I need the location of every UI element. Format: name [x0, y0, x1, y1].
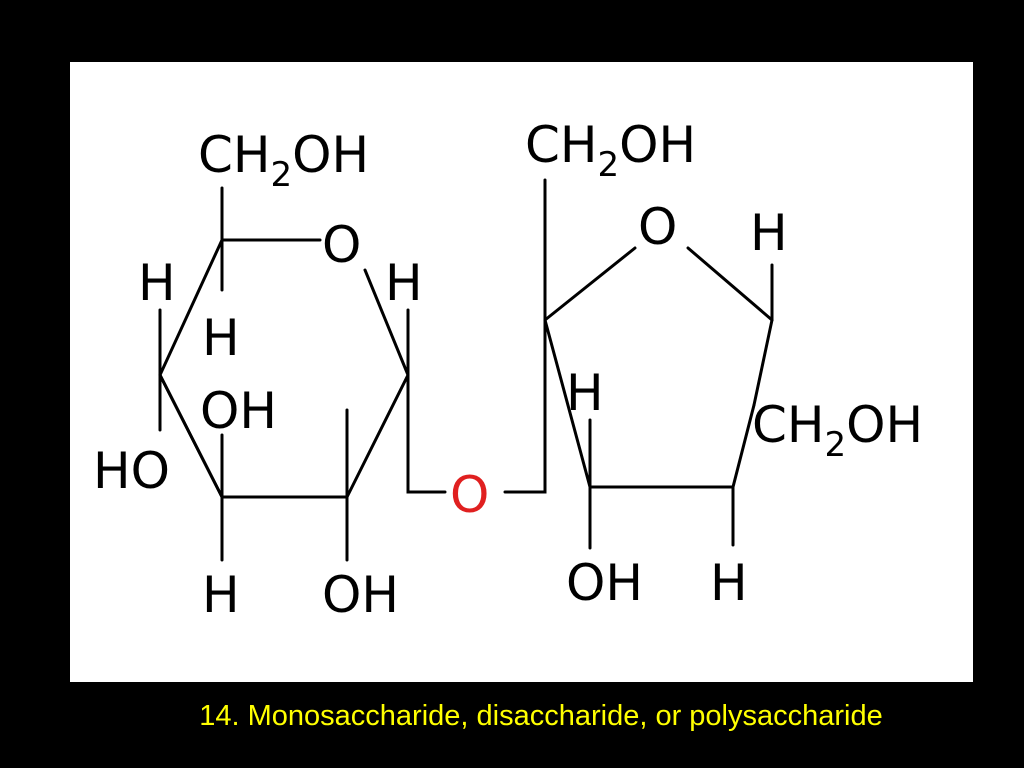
- diagram-panel: [70, 62, 973, 682]
- bond-ring-o-c1: [363, 268, 410, 377]
- bond-c3prime-c2prime: [543, 318, 592, 489]
- bond-c5prime-ch2oh: [752, 318, 774, 407]
- glycosidic-linkage-bonds: [406, 318, 547, 494]
- pyranose-h-right-label: H: [385, 254, 423, 312]
- pyranose-ring-o-label: O: [322, 216, 361, 274]
- bond-c1-glycosidic-o: [406, 373, 447, 494]
- bond-glycosidic-o-c2prime: [503, 318, 547, 494]
- pyranose-h-inner-label: H: [202, 309, 240, 367]
- bond-c4-c3-oh-diag: [158, 373, 224, 499]
- furanose-h-bottom-label: H: [710, 554, 748, 612]
- glycosidic-oxygen-label: O: [450, 466, 489, 524]
- furanose-ring-bonds: [543, 178, 774, 550]
- furanose-ch2oh-right-label: CH2OH: [752, 396, 923, 465]
- pyranose-ho-left-label: HO: [93, 442, 170, 500]
- pyranose-h-left-label: H: [138, 254, 176, 312]
- pyranose-oh-inner-label: OH: [200, 382, 277, 440]
- bond-c5prime-c4prime: [731, 403, 756, 489]
- bond-c1-c2: [345, 373, 410, 499]
- slide-caption: 14. Monosaccharide, disaccharide, or pol…: [199, 700, 883, 732]
- pyranose-ch2oh-label: CH2OH: [198, 126, 369, 195]
- furanose-ch2oh-top-label: CH2OH: [525, 116, 696, 185]
- pyranose-ring-bonds: [158, 186, 410, 562]
- pyranose-h-bottom-label: H: [202, 566, 240, 624]
- furanose-ring-o-label: O: [638, 198, 677, 256]
- bond-ring-o-c5prime: [686, 246, 774, 322]
- furanose-h-top-right-label: H: [750, 204, 788, 262]
- bond-c2prime-ring-o: [543, 246, 637, 322]
- furanose-oh-bottom-label: OH: [566, 554, 643, 612]
- pyranose-oh-bottom-label: OH: [322, 566, 399, 624]
- furanose-h-inner-label: H: [566, 364, 604, 422]
- bond-c4-c5: [158, 238, 224, 377]
